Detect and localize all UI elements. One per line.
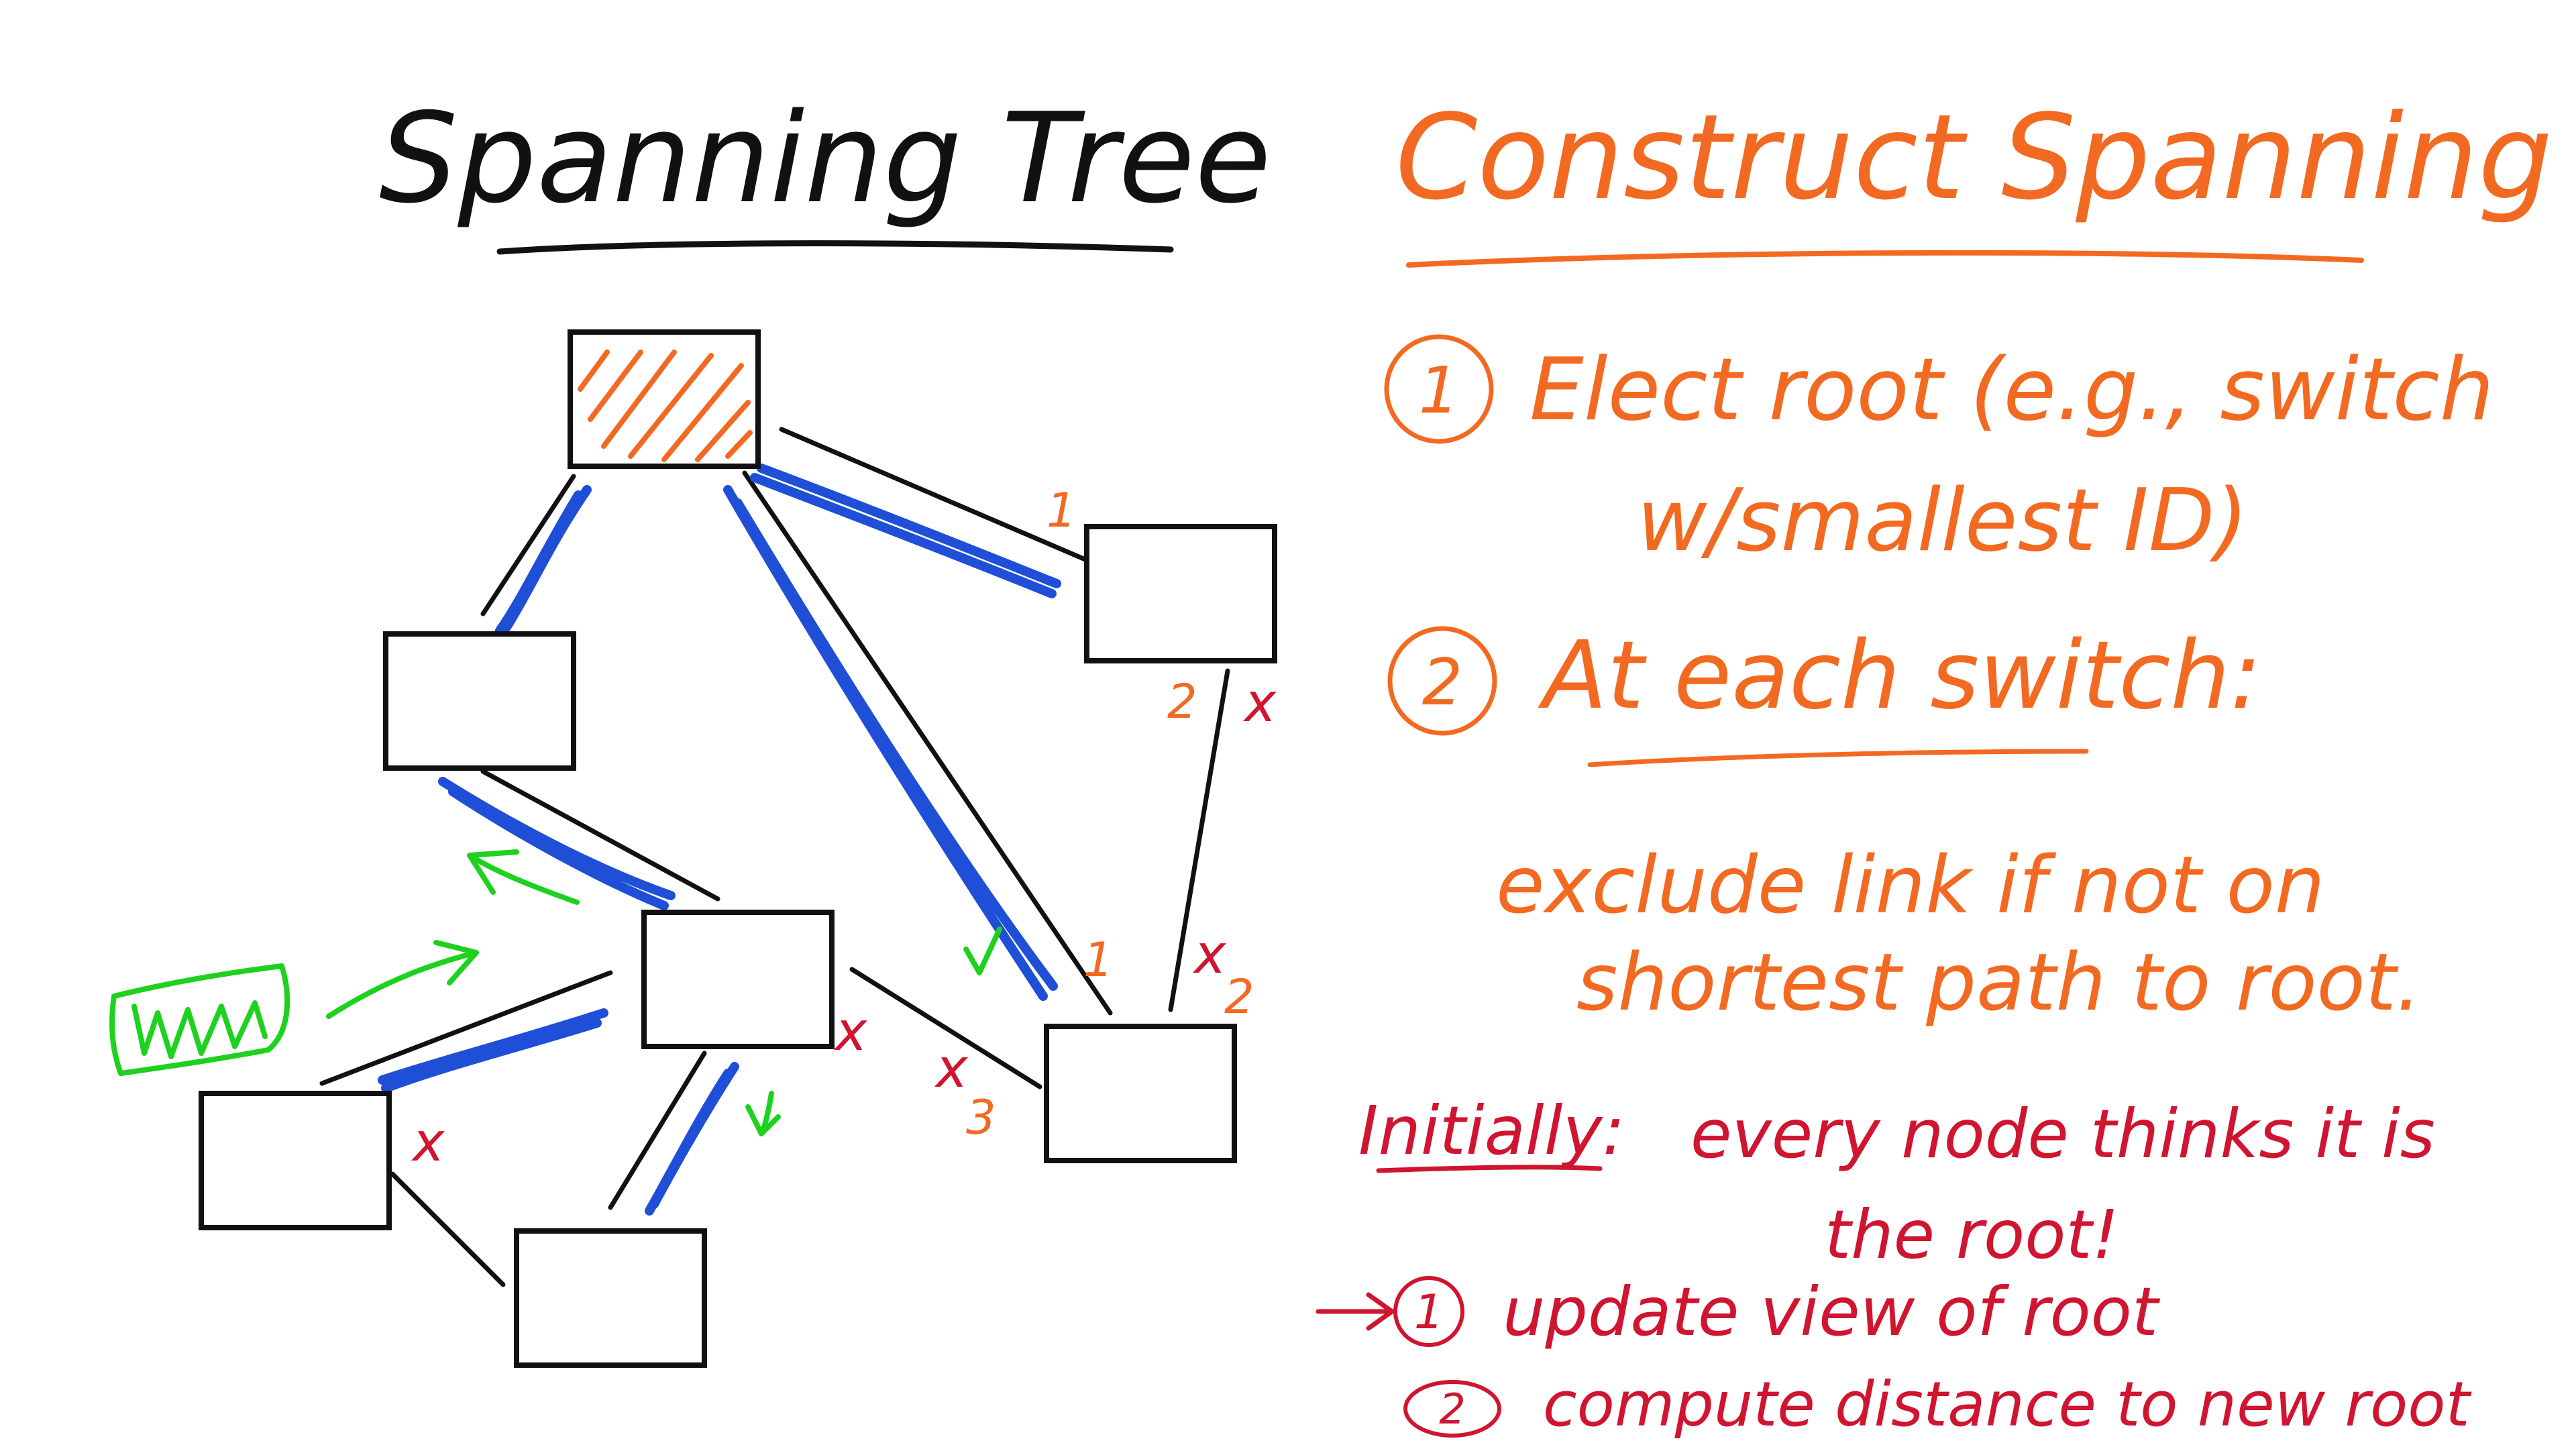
arrow-up-left-icon <box>467 849 580 905</box>
initially-line2: the root! <box>1825 1195 2119 1274</box>
step1-line1: Elect root (e.g., switch <box>1529 340 2494 440</box>
green-annotations <box>109 849 1002 1136</box>
distance-label-2-right: 2 <box>1167 674 1197 729</box>
link-center-to-bottom <box>608 1051 707 1210</box>
switches <box>199 329 1277 1368</box>
title-underline <box>496 240 1174 255</box>
distance-annotations: 1 2 1 2 3 <box>966 483 1254 1145</box>
switch-left <box>383 631 576 771</box>
distance-label-3: 3 <box>966 1090 996 1145</box>
tree-edge-center-lower-left <box>378 1008 608 1093</box>
spanning-tree-highlights <box>378 464 1061 1216</box>
link-right-to-bottom-right <box>1168 668 1230 1012</box>
green-scribble-icon <box>109 963 290 1076</box>
link-root-to-bottom-right <box>742 470 1113 1016</box>
spanning-tree-diagram: Spanning Tree <box>109 86 1277 1368</box>
step2-number: 2 <box>1422 646 1462 720</box>
link-left-to-center <box>480 769 720 902</box>
step1-number: 1 <box>1419 354 1459 428</box>
switch-right <box>1084 524 1277 663</box>
notes-title: Construct Spanning Tree <box>1395 90 2576 226</box>
sub1-text: update view of root <box>1503 1273 2161 1351</box>
switch-lower-left <box>199 1091 392 1230</box>
step2-line2: shortest path to root. <box>1576 936 2422 1028</box>
switch-bottom <box>514 1228 707 1368</box>
notes-title-underline <box>1406 250 2364 268</box>
construction-notes: Construct Spanning Tree 1 Elect root (e.… <box>1316 90 2576 1440</box>
excluded-mark-center-a: x <box>833 1000 868 1063</box>
link-center-to-lower-left <box>319 970 613 1086</box>
link-root-to-right <box>779 427 1089 563</box>
excluded-mark-lower-left: x <box>411 1111 445 1173</box>
arrow-right-icon <box>1316 1292 1395 1331</box>
link-lower-left-to-bottom <box>390 1171 506 1287</box>
tree-edge-center-bottom <box>645 1062 739 1216</box>
switch-center <box>641 910 835 1049</box>
switch-bottom-right <box>1044 1024 1237 1163</box>
distance-label-1-top: 1 <box>1046 483 1077 538</box>
check-mark-icon-small <box>745 1091 781 1136</box>
tree-edge-left-center <box>438 777 676 910</box>
step2-line1: exclude link if not on <box>1496 839 2325 931</box>
diagram-title: Spanning Tree <box>379 86 1271 231</box>
distance-label-1-bottom-right: 1 <box>1083 932 1114 987</box>
step2-circle <box>1387 626 1497 736</box>
excluded-link-marks: x x x x x <box>411 672 1277 1173</box>
network-links <box>319 427 1230 1287</box>
step1-line2: w/smallest ID) <box>1637 471 2248 571</box>
step2-heading: At each switch: <box>1538 621 2261 731</box>
excluded-mark-bottom-right: x <box>1192 923 1227 985</box>
step2-heading-underline <box>1587 749 2089 767</box>
sub1-number: 1 <box>1414 1285 1444 1340</box>
tree-edge-root-right <box>750 464 1061 598</box>
switch-root <box>568 329 761 469</box>
sub2-text: compute distance to new root <box>1543 1368 2472 1440</box>
link-root-to-left <box>480 474 576 616</box>
link-center-to-bottom-right <box>849 967 1042 1089</box>
excluded-mark-center-b: x <box>934 1037 969 1099</box>
arrow-right-icon <box>326 940 479 1019</box>
distance-label-2-bottom-right: 2 <box>1224 969 1254 1024</box>
check-mark-icon <box>963 926 1002 975</box>
initially-label: Initially: <box>1358 1091 1625 1170</box>
sub2-number: 2 <box>1439 1385 1465 1434</box>
hatched-root-switch-icon <box>578 350 753 462</box>
sub1-circle <box>1393 1276 1464 1347</box>
initially-line1: every node thinks it is <box>1690 1095 2435 1173</box>
sub2-circle <box>1403 1380 1501 1438</box>
excluded-mark-right: x <box>1242 672 1277 734</box>
tree-edge-root-left <box>495 485 592 635</box>
step1-circle <box>1384 334 1494 444</box>
initially-underline <box>1376 1165 1603 1173</box>
tree-edge-root-bottom-right <box>723 485 1058 1001</box>
